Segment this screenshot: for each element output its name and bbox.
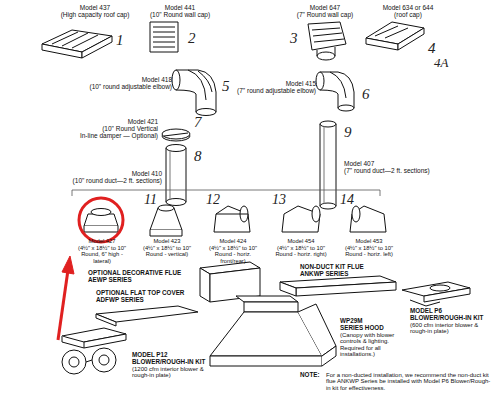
- transition-453: [350, 206, 386, 232]
- part-label: (roof cap): [368, 11, 448, 18]
- callout-number: 2: [188, 30, 196, 46]
- duct-407: [320, 121, 336, 209]
- part-label: Model 418: [80, 76, 172, 83]
- part-label: (7" Round wall cap): [290, 11, 360, 18]
- part-label: Model 423: [136, 238, 198, 244]
- part-label: BLOWER/ROUGH-IN KIT: [132, 359, 206, 366]
- part-label: (10" Round wall cap): [140, 11, 220, 18]
- part-label: BLOWER/ROUGH-IN KIT: [410, 315, 496, 322]
- part-label: (4½" x 18½" to 10" Round - vertical): [136, 245, 198, 258]
- part-label: Model 441: [140, 4, 220, 11]
- flat-top-cover: [96, 306, 198, 326]
- part-label: (4½" x 18½" to 10" Round - horiz. front/…: [202, 245, 264, 264]
- part-label: (10" round duct—2 ft. sections): [40, 177, 162, 184]
- part-label: OPTIONAL FLAT TOP COVER: [96, 290, 196, 297]
- callout-number: 4A: [434, 56, 448, 70]
- callout-number: 6: [362, 86, 370, 102]
- part-label: MODEL P12: [132, 352, 206, 359]
- wall-cap-647: [308, 22, 346, 60]
- roof-cap-437: [42, 30, 112, 58]
- part-label: (7" round adjustable elbow): [222, 87, 316, 94]
- transition-423: [150, 205, 182, 236]
- callout-number: 14: [340, 192, 354, 207]
- callout-number: 5: [222, 78, 230, 94]
- part-label: Model 415: [232, 80, 316, 87]
- part-label: Model 410: [70, 170, 162, 177]
- part-label: (4½" x 18½" to 10" Round - horiz. right): [270, 245, 332, 258]
- part-label: Model 454: [270, 238, 332, 244]
- part-label: (7" round duct—2 ft. sections): [344, 167, 474, 174]
- part-label: AEWP SERIES: [88, 277, 194, 284]
- part-label: (4½" x 18½" to 10" Round - horiz. left): [338, 245, 400, 258]
- elbow-415: [316, 72, 354, 111]
- part-label: Model 427: [73, 238, 131, 244]
- part-label: Model 634 or 644: [368, 4, 448, 11]
- part-label: OPTIONAL DECORATIVE FLUE: [88, 270, 194, 277]
- callout-number: 11: [144, 192, 157, 207]
- callout-number: 12: [206, 192, 220, 207]
- callout-number: 7: [194, 114, 202, 130]
- non-duct-flue: [280, 276, 396, 296]
- part-label: (1200 cfm interior blower & rough-in pla…: [132, 366, 206, 379]
- part-label: ADFWP SERIES: [96, 297, 196, 304]
- part-label: Model 647: [290, 4, 360, 11]
- part-label: In-line damper — Optional): [60, 132, 158, 139]
- p12-blower: [62, 328, 126, 374]
- transition-424: [214, 206, 250, 232]
- roof-cap-634: [366, 22, 424, 50]
- part-label: WP29M: [340, 318, 400, 325]
- callout-number: 13: [272, 192, 286, 207]
- duct-410: [166, 145, 186, 206]
- part-label: Model 424: [202, 238, 264, 244]
- part-label: SERIES HOOD: [340, 325, 400, 332]
- callout-number: 1: [116, 32, 124, 48]
- part-label: Model 421: [80, 118, 158, 125]
- part-label: (4½" x 18½" to 10" Round, 6" high - late…: [73, 245, 131, 264]
- part-label: (High capacity roof cap): [50, 11, 140, 18]
- part-label: MODEL P6: [410, 308, 490, 315]
- red-highlight: [58, 198, 123, 340]
- callout-number: 9: [344, 124, 352, 140]
- part-label: (600 cfm interior blower & rough-in plat…: [410, 322, 490, 335]
- elbow-418: [172, 70, 216, 116]
- wall-cap-441: [150, 22, 178, 52]
- part-label: NON-DUCT KIT FLUE: [300, 264, 400, 271]
- part-label: Model 453: [338, 238, 400, 244]
- part-label: NOTE:: [300, 372, 330, 379]
- callout-number: 8: [194, 148, 202, 164]
- callout-number: 3: [290, 30, 298, 46]
- part-label: For a non-ducted installation, we recomm…: [326, 372, 494, 391]
- hood: [210, 296, 336, 366]
- transition-454: [282, 206, 320, 232]
- part-label: (10" round adjustable elbow): [60, 83, 172, 90]
- transition-427: [84, 209, 118, 233]
- damper-421: [162, 129, 190, 141]
- p6-blower: [402, 282, 470, 306]
- callout-number: 4: [428, 40, 436, 56]
- part-label: ANKWP SERIES: [300, 271, 400, 278]
- part-label: (10" Round Vertical: [70, 125, 158, 132]
- part-label: Model 407: [344, 160, 454, 167]
- part-label: (Canopy with blower controls & lighting.…: [340, 332, 406, 358]
- part-label: Model 437: [50, 4, 140, 11]
